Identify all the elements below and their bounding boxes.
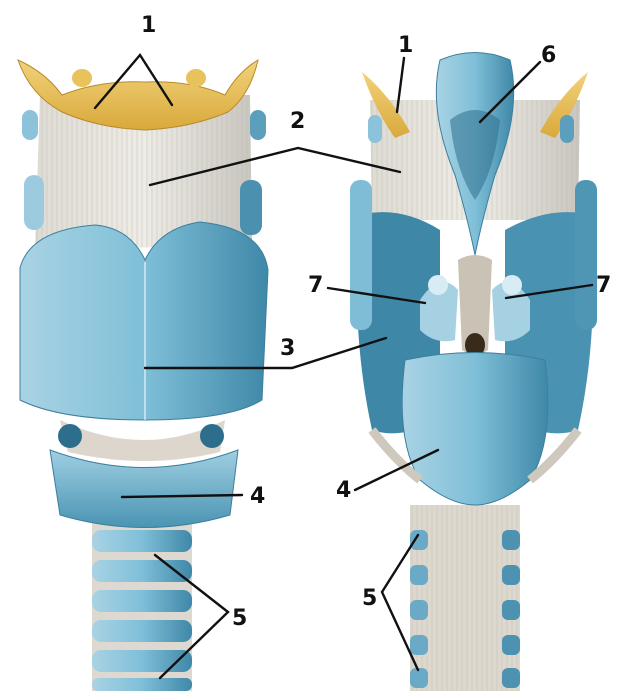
label-cricoid-left: 4 <box>250 484 265 509</box>
label-hyoid-left: 1 <box>141 13 156 38</box>
anterior-view <box>18 60 268 691</box>
trachea-anterior <box>92 515 192 691</box>
label-arytenoid-left: 7 <box>308 273 323 298</box>
label-trachea-left: 5 <box>232 606 247 631</box>
trachea-posterior <box>410 505 520 691</box>
label-hyoid-right: 1 <box>398 33 413 58</box>
label-cricoid-right: 4 <box>336 478 351 503</box>
cricoid-cartilage-posterior <box>402 353 548 506</box>
label-thyroid: 3 <box>280 336 295 361</box>
label-membrane: 2 <box>290 109 305 134</box>
label-epiglottis: 6 <box>541 43 556 68</box>
label-trachea-right: 5 <box>362 586 377 611</box>
posterior-view <box>350 53 597 691</box>
cricoid-cartilage-anterior <box>50 450 238 528</box>
label-arytenoid-right: 7 <box>596 273 611 298</box>
